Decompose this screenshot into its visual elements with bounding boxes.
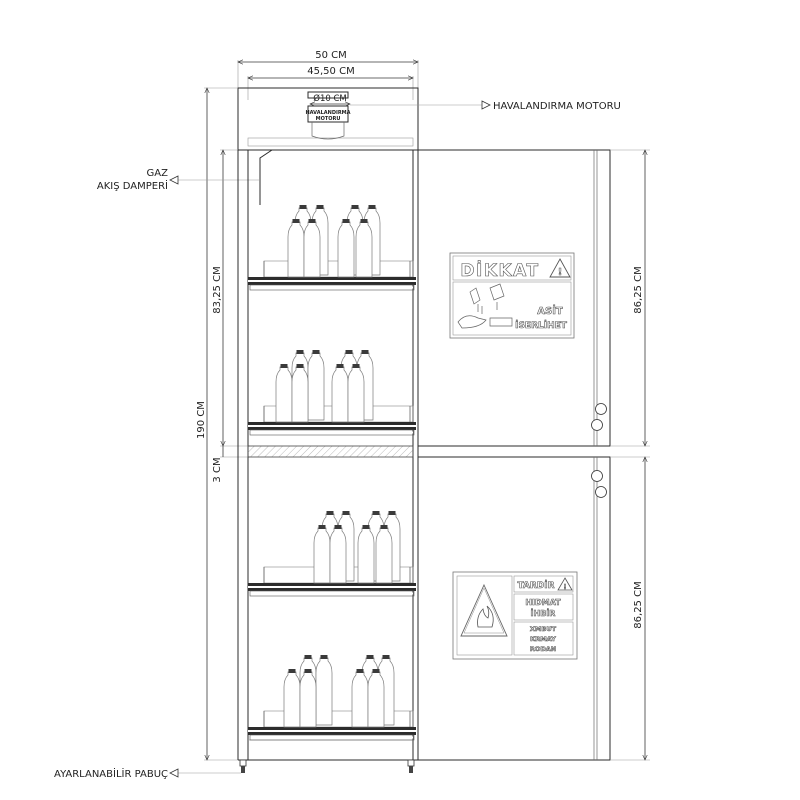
upper-sign-line-1: ASİT [537,303,563,317]
lower-sign-line-3: XMBUT [530,625,557,633]
gas-damper-label-1: GAZ [147,168,169,179]
corrosive-hazard-icon [457,283,513,329]
lower-sign-header: TARDİR [517,580,554,591]
lower-warning-sign: TARDİR ! HIDMAT İHBİR XMBUT KRMAY RODAN [452,571,578,660]
lower-sign-line-5: RODAN [530,645,556,653]
upper-sign-header: DİKKAT [460,259,539,281]
bottle [367,669,385,728]
lower-door-side-view: 86,25 CM TARDİR ! HIDMAT İHBİR XMBUT KRM… [417,457,650,760]
bottle [347,364,365,423]
gas-flow-damper: GAZ AKIŞ DAMPERİ [97,149,345,205]
vent-motor-small-label-2: MOTORU [316,116,341,122]
lower-sign-line-1: HIDMAT [525,598,561,607]
lower-door-height-label: 86,25 CM [633,581,644,628]
bottle-cluster-1 [287,205,381,278]
bottle [307,350,325,421]
bottle [329,525,347,584]
upper-warning-sign: ! DİKKAT ASİT İSERLİHET [449,252,575,339]
bottle [355,219,373,278]
bottle [275,364,293,423]
bottle [299,669,317,728]
bottle [283,669,301,728]
adjustable-feet: AYARLANABİLİR PABUÇ [54,759,415,780]
upper-door-side-view: 86,25 CM ! DİKKAT ASİT İSERLİHET [417,150,650,446]
divider-height-label: 3 CM [212,457,223,482]
left-foot [239,759,247,773]
compartment-divider [247,445,414,458]
lower-sign-line-4: KRMAY [530,635,556,643]
left-height-dimensions: 190 CM 83,25 CM 3 CM [196,88,250,760]
top-width-dimensions: 50 CM 45,50 CM [238,50,418,150]
bottle-cluster-3 [313,511,401,584]
bottle [303,219,321,278]
upper-inner-height-label: 83,25 CM [212,266,223,313]
shelf-4 [248,710,416,741]
bottle [337,219,355,278]
adjustable-foot-label: AYARLANABİLİR PABUÇ [54,767,168,780]
vent-motor-small-label-1: HAVALANDIRMA [305,110,350,116]
bottle-cluster-2 [275,350,374,423]
total-width-label: 50 CM [315,50,347,61]
warning-triangle-icon: ! [549,258,571,278]
upper-door-lock-icon [591,403,607,431]
vent-motor-label: HAVALANDIRMA MOTORU [493,101,621,112]
bottle [315,655,333,726]
lower-sign-line-2: İHBİR [531,608,556,618]
svg-text:!: ! [563,583,566,591]
right-foot [407,759,415,773]
inner-width-label: 45,50 CM [307,66,354,77]
bottle [313,525,331,584]
bottle [287,219,305,278]
bottle [357,525,375,584]
upper-door-height-label: 86,25 CM [633,266,644,313]
gas-damper-label-2: AKIŞ DAMPERİ [97,179,168,192]
svg-text:!: ! [558,267,563,278]
shelf-1 [248,260,416,291]
lower-door-lock-icon [591,470,607,498]
ventilation-motor: Ø10 CM HAVALANDIRMA MOTORU HAVALANDIRMA … [237,87,621,151]
upper-sign-line-2: İSERLİHET [515,320,568,331]
flammable-hazard-icon [460,583,508,637]
shelves-group [248,260,416,741]
lower-sign-triangle-icon: ! [557,577,573,591]
bottle [375,525,393,584]
bottle-cluster-4 [283,655,395,728]
total-height-label: 190 CM [196,401,207,439]
shelf-3 [248,566,416,597]
bottle [291,364,309,423]
bottle [331,364,349,423]
bottles-group [275,205,401,728]
bottle [351,669,369,728]
